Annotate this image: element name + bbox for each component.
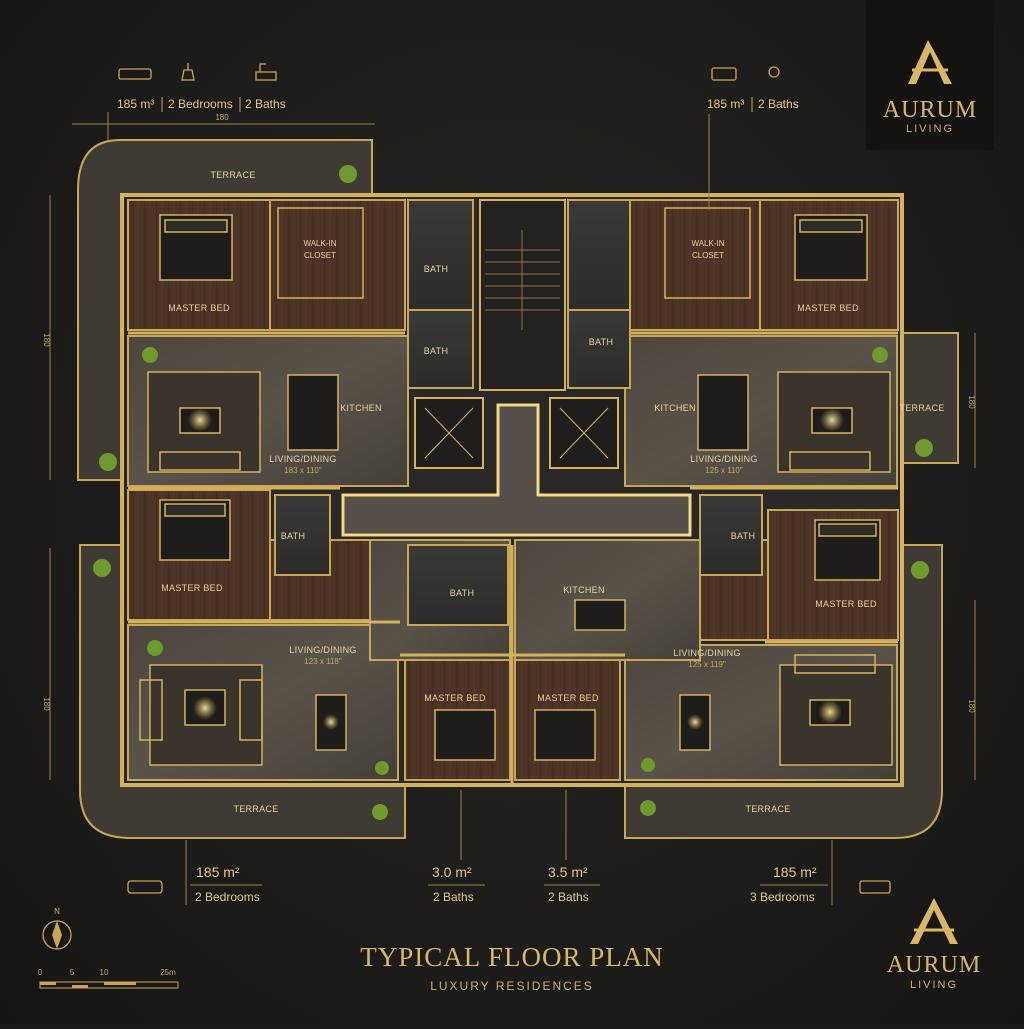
north-arrow: N bbox=[42, 907, 72, 950]
bi-1-area: 185 m² bbox=[196, 864, 240, 880]
terrace-label-top: TERRACE bbox=[210, 170, 255, 180]
bath-label-6: BATH bbox=[450, 588, 475, 598]
logo-mark bbox=[908, 40, 952, 84]
sofa-icon-bottom bbox=[127, 880, 163, 894]
living-dim-br: 125 x 119" bbox=[688, 660, 726, 669]
svg-text:5: 5 bbox=[70, 968, 75, 977]
brand-sub-bottom: LIVING bbox=[910, 979, 958, 991]
page-title: TYPICAL FLOOR PLAN bbox=[360, 942, 664, 972]
sofa-icon bbox=[118, 68, 152, 80]
dim-left-top: 180 bbox=[42, 333, 51, 347]
bath-label-2: BATH bbox=[424, 346, 449, 356]
room-labels: TERRACE TERRACE TERRACE TERRACE WALK-IN … bbox=[161, 170, 944, 814]
kitchen-label-left: KITCHEN bbox=[340, 403, 382, 413]
master-bed-label-ml: MASTER BED bbox=[161, 583, 223, 593]
bi-4-desc: 3 Bedrooms bbox=[750, 890, 815, 904]
master-bed-label-mr: MASTER BED bbox=[815, 599, 877, 609]
top-left-info: 185 m³ 2 Bedrooms 2 Baths 180 bbox=[72, 63, 375, 140]
terrace-label-bottom-left: TERRACE bbox=[233, 804, 278, 814]
living-dim-tl: 183 x 110" bbox=[284, 466, 322, 475]
bath-label-4: BATH bbox=[281, 531, 306, 541]
living-dim-bl: 123 x 118" bbox=[304, 657, 342, 666]
kitchen-label-center: KITCHEN bbox=[563, 585, 605, 595]
bath-label-3: BATH bbox=[589, 337, 614, 347]
terrace-label-bottom-right: TERRACE bbox=[745, 804, 790, 814]
dim-right-top: 180 bbox=[967, 395, 976, 409]
master-bed-label-bc2: MASTER BED bbox=[537, 693, 599, 703]
tl-baths: 2 Baths bbox=[245, 97, 286, 111]
bi-3-desc: 2 Baths bbox=[548, 890, 589, 904]
kitchen-label-right: KITCHEN bbox=[654, 403, 696, 413]
brand-name-bottom: AURUM bbox=[887, 952, 981, 978]
terrace-label-right: TERRACE bbox=[899, 403, 944, 413]
side-dimensions bbox=[49, 195, 976, 780]
svg-text:0: 0 bbox=[38, 968, 43, 977]
walk-in-label-right-1: WALK-IN bbox=[691, 239, 724, 248]
living-label-tl: LIVING/DINING bbox=[269, 454, 336, 464]
living-label-bl: LIVING/DINING bbox=[289, 645, 356, 655]
walk-in-label-left-1: WALK-IN bbox=[303, 239, 336, 248]
bi-1-desc: 2 Bedrooms bbox=[195, 890, 260, 904]
svg-text:25m: 25m bbox=[160, 968, 176, 977]
tl-area: 185 m³ bbox=[117, 97, 154, 111]
north-label: N bbox=[54, 907, 60, 916]
tr-baths: 2 Baths bbox=[758, 97, 799, 111]
tl-dim: 180 bbox=[215, 113, 229, 122]
living-label-br: LIVING/DINING bbox=[673, 648, 740, 658]
brand-box-top: AURUM LIVING bbox=[866, 0, 994, 150]
interior-walls bbox=[128, 331, 898, 785]
bathtub-icon bbox=[255, 63, 277, 81]
master-bed-label-bc1: MASTER BED bbox=[424, 693, 486, 703]
brand-bottom: AURUM LIVING bbox=[887, 898, 981, 991]
tl-bedrooms: 2 Bedrooms bbox=[168, 97, 233, 111]
master-bed-label-tl: MASTER BED bbox=[168, 303, 230, 313]
walk-in-label-left-2: CLOSET bbox=[304, 251, 336, 260]
logo-mark-bottom bbox=[910, 898, 958, 944]
brand-sub-top: LIVING bbox=[906, 123, 954, 135]
svg-text:10: 10 bbox=[100, 968, 109, 977]
walk-in-closet-left bbox=[277, 207, 364, 299]
bath-label-5: BATH bbox=[731, 531, 756, 541]
lamp-icon bbox=[768, 66, 780, 78]
page-subtitle: LUXURY RESIDENCES bbox=[430, 979, 594, 993]
living-label-tr: LIVING/DINING bbox=[690, 454, 757, 464]
bi-2-desc: 2 Baths bbox=[433, 890, 474, 904]
tr-area: 185 m³ bbox=[707, 97, 744, 111]
bed-icon-bottom bbox=[859, 880, 891, 894]
bi-3-area: 3.5 m² bbox=[548, 864, 588, 880]
walk-in-label-right-2: CLOSET bbox=[692, 251, 724, 260]
bed-icon bbox=[711, 67, 737, 81]
brand-name-top: AURUM bbox=[883, 97, 977, 123]
walk-in-closet-right bbox=[664, 207, 751, 299]
bottom-info bbox=[185, 790, 833, 905]
plant-icon bbox=[181, 63, 195, 81]
bi-4-area: 185 m² bbox=[773, 864, 817, 880]
beds bbox=[159, 214, 881, 761]
scale-bar: 0 5 10 25m bbox=[38, 968, 179, 989]
living-dim-tr: 125 x 110" bbox=[705, 466, 743, 475]
dim-left-bottom: 180 bbox=[42, 697, 51, 711]
compass-icon bbox=[52, 921, 62, 949]
top-right-info: 185 m³ 2 Baths bbox=[707, 66, 799, 210]
bath-floors bbox=[274, 199, 763, 626]
master-bed-label-tr: MASTER BED bbox=[797, 303, 859, 313]
bath-label-1: BATH bbox=[424, 264, 449, 274]
building-core bbox=[341, 199, 692, 537]
plants bbox=[93, 165, 933, 820]
bi-2-area: 3.0 m² bbox=[432, 864, 472, 880]
dim-right-bottom: 180 bbox=[967, 699, 976, 713]
